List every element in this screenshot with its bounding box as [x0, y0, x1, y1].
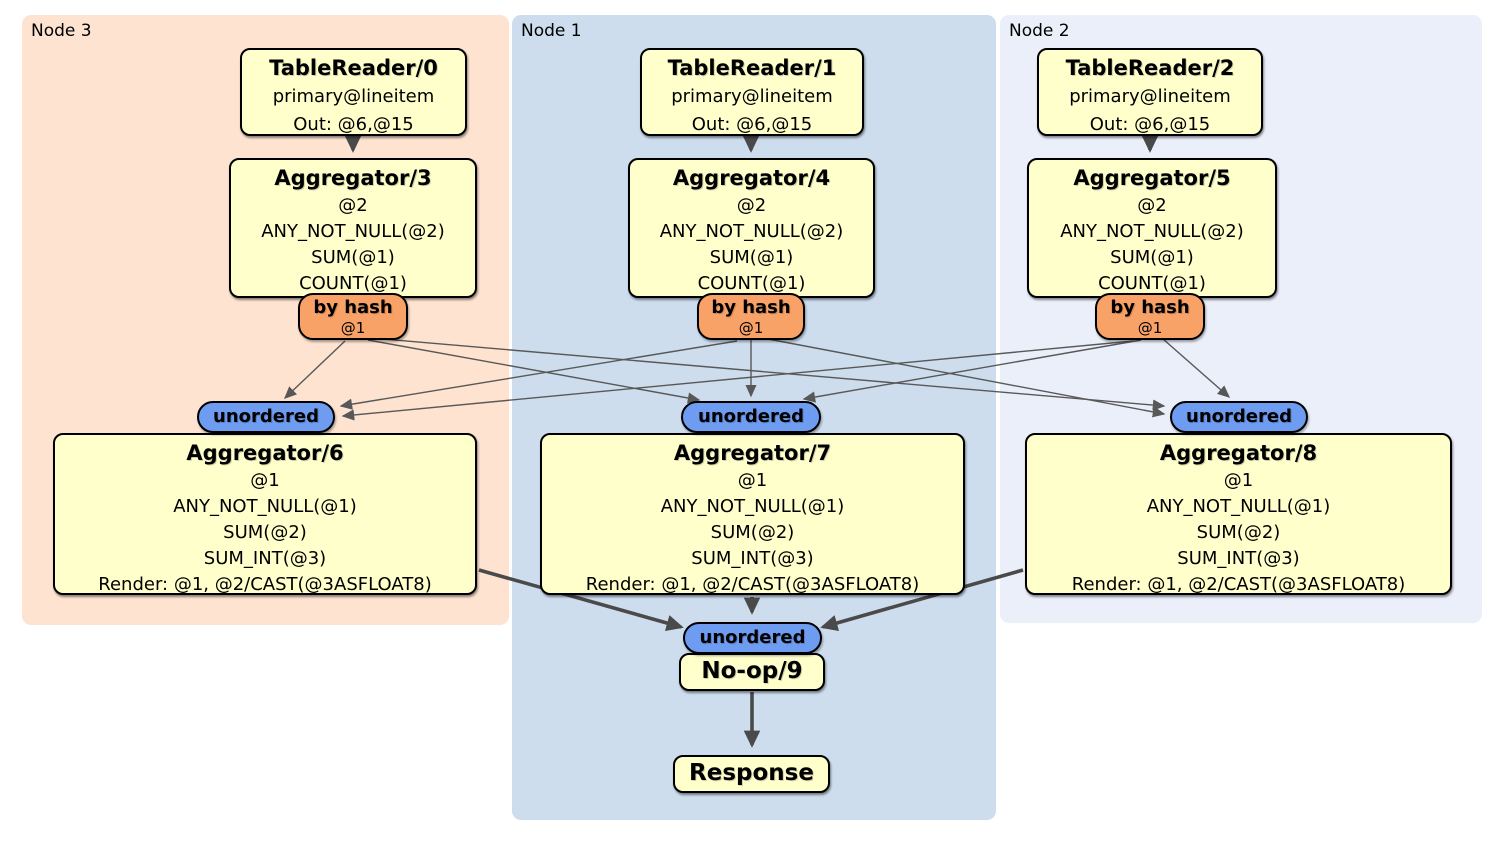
hash-router-node3: by hash @1 — [298, 293, 408, 340]
hash-router-node2: by hash @1 — [1095, 293, 1205, 340]
group-by-column: @2 — [1137, 195, 1167, 216]
agg-func: SUM_INT(@3) — [203, 548, 327, 569]
noop-box: No-op/9 — [679, 653, 825, 691]
agg-func: ANY_NOT_NULL(@2) — [659, 221, 844, 242]
unordered-collector-node3: unordered — [197, 401, 335, 433]
processor-title: Aggregator/6 — [186, 441, 344, 465]
table-reader-1-box: TableReader/1 primary@lineitem Out: @6,@… — [640, 48, 864, 136]
agg-func: SUM(@2) — [1196, 522, 1281, 543]
group-by-column: @1 — [250, 470, 280, 491]
group-label: Node 2 — [1009, 21, 1070, 41]
aggregator-4-box: Aggregator/4 @2 ANY_NOT_NULL(@2) SUM(@1)… — [628, 158, 875, 298]
render-expression: Render: @1, @2/CAST(@3ASFLOAT8) — [98, 574, 432, 595]
group-label: Node 1 — [521, 21, 582, 41]
render-expression: Render: @1, @2/CAST(@3ASFLOAT8) — [585, 574, 920, 595]
group-label: Node 3 — [31, 21, 92, 41]
group-by-column: @2 — [736, 195, 767, 216]
processor-title: Aggregator/7 — [673, 441, 832, 465]
group-by-column: @2 — [338, 195, 368, 216]
processor-title: Aggregator/4 — [672, 166, 831, 190]
processor-title: TableReader/1 — [667, 56, 837, 80]
agg-func: SUM(@1) — [709, 247, 794, 268]
aggregator-3-box: Aggregator/3 @2 ANY_NOT_NULL(@2) SUM(@1)… — [229, 158, 477, 298]
processor-out: Out: @6,@15 — [1089, 114, 1211, 135]
agg-func: COUNT(@1) — [299, 273, 407, 294]
processor-title: Response — [689, 760, 814, 786]
agg-func: ANY_NOT_NULL(@1) — [173, 496, 357, 517]
processor-title: Aggregator/8 — [1159, 441, 1318, 465]
processor-out: Out: @6,@15 — [691, 114, 813, 135]
router-label: by hash — [711, 297, 791, 318]
processor-title: No-op/9 — [701, 658, 803, 684]
router-column: @1 — [340, 319, 366, 337]
agg-func: SUM(@2) — [710, 522, 795, 543]
router-label: by hash — [1110, 297, 1190, 318]
processor-source: primary@lineitem — [272, 86, 435, 107]
processor-title: TableReader/0 — [269, 56, 438, 80]
agg-func: ANY_NOT_NULL(@1) — [660, 496, 845, 517]
table-reader-0-box: TableReader/0 primary@lineitem Out: @6,@… — [240, 48, 467, 136]
aggregator-8-box: Aggregator/8 @1 ANY_NOT_NULL(@1) SUM(@2)… — [1025, 433, 1452, 595]
router-column: @1 — [1137, 319, 1163, 337]
agg-func: SUM(@1) — [1110, 247, 1194, 268]
agg-func: SUM(@1) — [311, 247, 395, 268]
agg-func: SUM(@2) — [223, 522, 307, 543]
agg-func: ANY_NOT_NULL(@2) — [261, 221, 445, 242]
hash-router-node1: by hash @1 — [697, 293, 805, 340]
processor-out: Out: @6,@15 — [293, 114, 414, 135]
aggregator-5-box: Aggregator/5 @2 ANY_NOT_NULL(@2) SUM(@1)… — [1027, 158, 1277, 298]
router-column: @1 — [738, 319, 764, 337]
unordered-collector-node2: unordered — [1170, 401, 1308, 433]
group-by-column: @1 — [1223, 470, 1254, 491]
router-label: by hash — [313, 297, 393, 318]
processor-source: primary@lineitem — [671, 86, 833, 107]
agg-func: SUM_INT(@3) — [1177, 548, 1300, 569]
unordered-collector-final: unordered — [683, 622, 822, 654]
processor-title: Aggregator/3 — [274, 166, 432, 190]
aggregator-7-box: Aggregator/7 @1 ANY_NOT_NULL(@1) SUM(@2)… — [540, 433, 965, 595]
processor-source: primary@lineitem — [1069, 86, 1231, 107]
render-expression: Render: @1, @2/CAST(@3ASFLOAT8) — [1071, 574, 1406, 595]
unordered-collector-node1: unordered — [681, 401, 821, 433]
agg-func: COUNT(@1) — [1098, 273, 1206, 294]
aggregator-6-box: Aggregator/6 @1 ANY_NOT_NULL(@1) SUM(@2)… — [53, 433, 477, 595]
agg-func: ANY_NOT_NULL(@1) — [1146, 496, 1331, 517]
processor-title: Aggregator/5 — [1073, 166, 1231, 190]
agg-func: SUM_INT(@3) — [691, 548, 814, 569]
agg-func: ANY_NOT_NULL(@2) — [1060, 221, 1244, 242]
processor-title: TableReader/2 — [1065, 56, 1235, 80]
agg-func: COUNT(@1) — [697, 273, 806, 294]
response-box: Response — [673, 755, 830, 793]
group-by-column: @1 — [737, 470, 768, 491]
table-reader-2-box: TableReader/2 primary@lineitem Out: @6,@… — [1037, 48, 1263, 136]
